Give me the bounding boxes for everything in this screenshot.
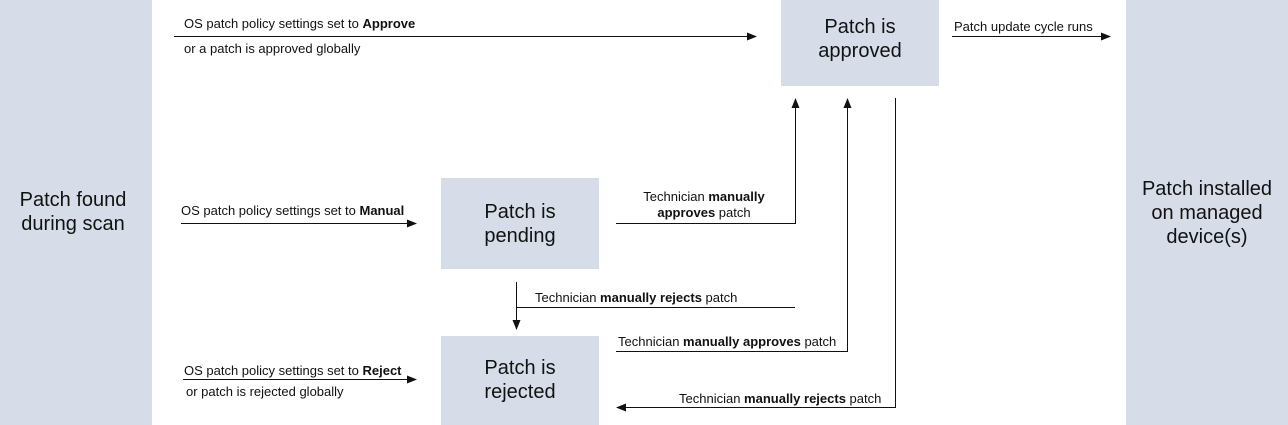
reject-policy-label: OS patch policy settings set to Reject bbox=[184, 363, 402, 378]
manual-policy-label: OS patch policy settings set to Manual bbox=[181, 203, 405, 218]
rejected-line1: Patch is bbox=[484, 357, 556, 379]
approved-line2: approved bbox=[818, 40, 902, 62]
approve-global-label: or a patch is approved globally bbox=[184, 41, 361, 56]
reject-global-label: or patch is rejected globally bbox=[186, 384, 344, 399]
patch-installed-line2: on managed bbox=[1151, 202, 1263, 224]
pending-to-approved-label: Technician manually approves patch bbox=[643, 189, 765, 220]
rejected-to-approved-label: Technician manually approves patch bbox=[618, 334, 837, 349]
patch-installed-label: Patch installed on managed device(s) bbox=[1126, 177, 1288, 249]
approved-to-rejected-arrow bbox=[616, 98, 896, 412]
patch-installed-column bbox=[1126, 0, 1288, 425]
patch-found-line2: during scan bbox=[21, 213, 125, 235]
approved-to-rejected-label: Technician manually rejects patch bbox=[679, 391, 882, 406]
rejected-to-approved-arrow bbox=[616, 98, 852, 352]
pending-line1: Patch is bbox=[484, 201, 556, 223]
patch-found-column bbox=[0, 0, 152, 425]
pending-to-approved-arrow bbox=[616, 98, 800, 224]
update-cycle-label: Patch update cycle runs bbox=[954, 19, 1093, 34]
patch-installed-line3: device(s) bbox=[1166, 226, 1248, 248]
patch-installed-line1: Patch installed bbox=[1141, 178, 1273, 200]
approved-state-box bbox=[781, 0, 939, 86]
pending-line2: pending bbox=[484, 225, 556, 247]
pending-state-label: Patch is pending bbox=[441, 200, 599, 248]
patch-found-label: Patch found during scan bbox=[0, 188, 146, 236]
pending-to-rejected-label: Technician manually rejects patch bbox=[535, 290, 738, 305]
rejected-state-label: Patch is rejected bbox=[441, 356, 599, 404]
pending-state-box bbox=[441, 178, 599, 269]
approve-policy-label: OS patch policy settings set to Approve bbox=[184, 16, 416, 31]
rejected-state-box bbox=[441, 336, 599, 425]
rejected-line2: rejected bbox=[484, 381, 556, 403]
approved-state-label: Patch is approved bbox=[781, 15, 939, 63]
approved-line1: Patch is bbox=[824, 16, 896, 38]
patch-found-line1: Patch found bbox=[19, 189, 127, 211]
